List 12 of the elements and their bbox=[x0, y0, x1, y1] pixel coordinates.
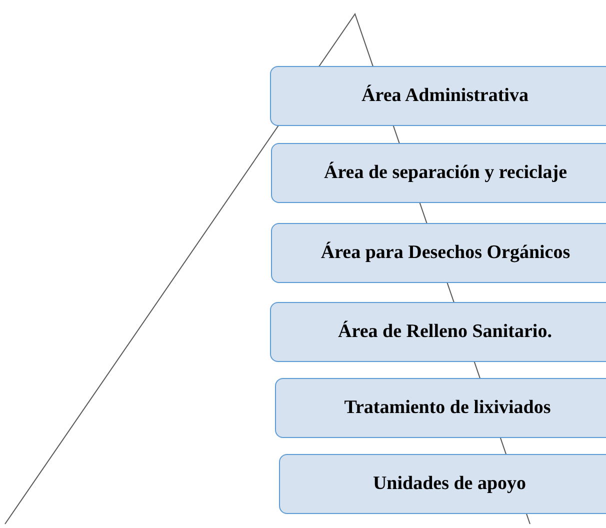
box-label: Unidades de apoyo bbox=[372, 474, 526, 494]
box-label: Área para Desechos Orgánicos bbox=[320, 243, 570, 263]
box-label: Área de separación y reciclaje bbox=[324, 163, 568, 183]
box-label: Área de Relleno Sanitario. bbox=[338, 322, 552, 342]
process-box bbox=[270, 66, 606, 126]
process-box bbox=[271, 143, 606, 203]
box-label: Área Administrativa bbox=[362, 86, 528, 106]
process-box bbox=[270, 302, 606, 362]
process-box bbox=[275, 378, 606, 438]
process-box bbox=[271, 223, 606, 283]
process-box bbox=[279, 454, 606, 514]
box-label: Tratamiento de lixiviados bbox=[344, 398, 551, 418]
